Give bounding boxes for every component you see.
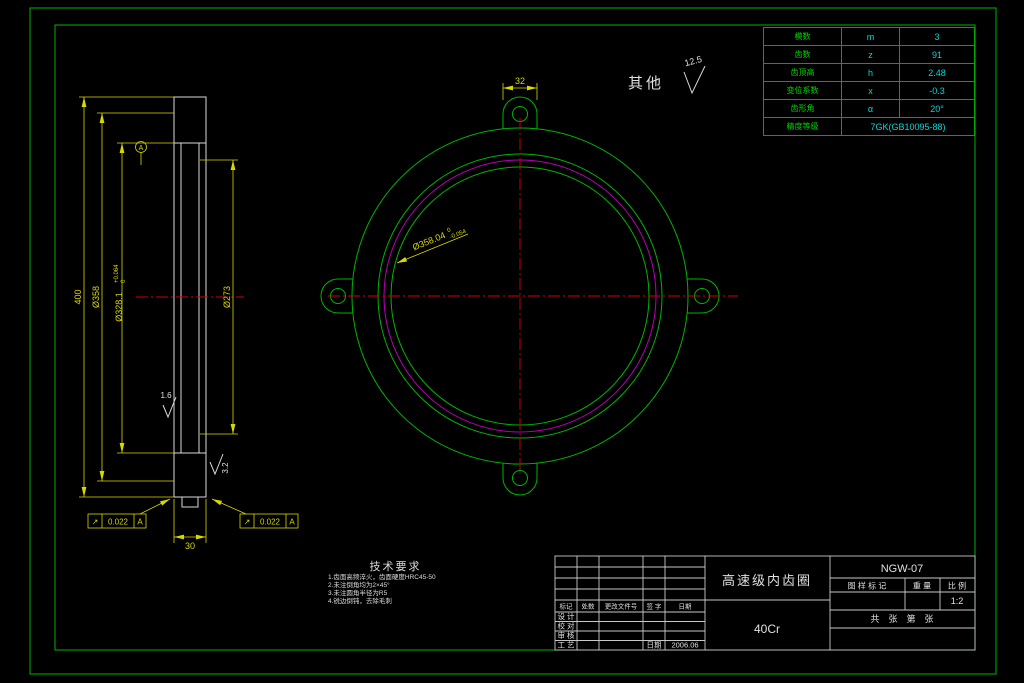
date-value: 2006.06 <box>671 641 698 650</box>
dim-overall-height: 400 <box>73 289 83 304</box>
part-name: 高速级内齿圈 <box>722 573 812 588</box>
rev-header-mark: 标记 <box>560 602 574 611</box>
tech-req-item: 1.齿面高频淬火，齿面硬度HRC45-50 <box>328 574 436 581</box>
gear-table-row: 变位系数 x -0.3 <box>764 82 974 100</box>
gdt-value: 0.022 <box>108 518 129 527</box>
section-dimensions: 400 Ø358 Ø328.1 +0.064 0 Ø273 30 A <box>73 96 238 551</box>
front-view-dimensions: 32 Ø358.04 0 -0.054 <box>396 76 538 264</box>
drawing-number: NGW-07 <box>881 563 924 575</box>
dim-lug-width: 32 <box>515 76 525 86</box>
dim-ring-upper-tol: 0 <box>446 227 452 234</box>
roughness-inner-value: 1.6 <box>160 391 172 400</box>
rev-header-file: 更改文件号 <box>605 602 638 611</box>
dim-ring-width: 30 <box>185 541 195 551</box>
material: 40Cr <box>754 622 780 636</box>
rev-header-sign: 签 字 <box>647 602 662 611</box>
front-view <box>320 96 738 496</box>
dim-bore-diameter: Ø328.1 <box>114 292 124 322</box>
gear-table-row: 模数 m 3 <box>764 28 974 46</box>
gdt-symbol: ↗ <box>92 518 99 527</box>
general-roughness-note: 其他 12.5 <box>628 54 706 95</box>
gear-parameter-table: 模数 m 3 齿数 z 91 齿顶高 h 2.48 变位系数 x -0.3 齿形… <box>763 27 975 136</box>
datum-a-letter: A <box>139 145 144 152</box>
dim-pitch-diameter: Ø273 <box>222 286 232 308</box>
dim-ring-lower-tol: -0.054 <box>449 229 468 241</box>
param-label: 齿形角 <box>764 100 842 117</box>
weight-header: 重 量 <box>913 581 931 591</box>
gdt-symbol: ↗ <box>244 518 251 527</box>
gdt-datum: A <box>289 518 295 527</box>
tech-req-title: 技术要求 <box>369 561 422 573</box>
param-value: 2.48 <box>928 67 946 78</box>
dim-bore-upper-tol: +0.064 <box>114 264 120 283</box>
date-label: 日期 <box>647 641 662 650</box>
roughness-check-icon <box>683 65 706 95</box>
gdt-value: 0.022 <box>260 518 281 527</box>
dim-ring-bore: Ø358.04 <box>411 230 447 252</box>
rev-header-count: 处数 <box>582 602 596 611</box>
lug-bottom-hole <box>512 470 528 486</box>
param-symbol: z <box>842 46 900 63</box>
scale-value: 1:2 <box>951 596 964 606</box>
scale-header: 比 例 <box>948 581 966 591</box>
gear-table-row: 精度等级 7GK(GB10095-88) <box>764 118 974 135</box>
param-value: 7GK(GB10095-88) <box>870 121 946 132</box>
param-value: -0.3 <box>929 85 945 96</box>
lug-bottom <box>502 463 538 496</box>
param-label: 精度等级 <box>764 118 842 135</box>
param-label: 变位系数 <box>764 82 842 99</box>
role-designer: 设 计 <box>557 611 575 621</box>
param-symbol: m <box>842 28 900 45</box>
role-checker: 校 对 <box>557 621 575 631</box>
other-surfaces-label: 其他 <box>628 75 664 92</box>
gear-table-row: 齿形角 α 20° <box>764 100 974 118</box>
section-bottom-flange <box>173 452 207 498</box>
dim-bore-lower-tol: 0 <box>121 279 127 283</box>
rev-header-date: 日期 <box>679 603 693 611</box>
section-view <box>136 96 244 508</box>
lug-top <box>502 96 538 129</box>
title-block: 高速级内齿圈 40Cr NGW-07 图 样 标 记 重 量 比 例 1:2 共… <box>554 555 976 651</box>
roughness-face-value: 3.2 <box>221 462 230 474</box>
sheet-info: 共 张 第 张 <box>870 613 933 624</box>
param-label: 模数 <box>764 28 842 45</box>
gdt-datum: A <box>137 518 143 527</box>
tolerance-frame-left: ↗ 0.022 A <box>87 498 171 529</box>
param-value: 91 <box>931 49 942 60</box>
tech-req-item: 3.未注圆角半径为R5 <box>328 590 388 597</box>
mark-header: 图 样 标 记 <box>848 581 887 591</box>
dim-outer-diameter: Ø358 <box>91 286 101 308</box>
tech-req-item: 4.锐边倒钝，去除毛刺 <box>328 598 392 605</box>
section-top-flange <box>173 96 207 144</box>
param-symbol: α <box>842 100 900 117</box>
drawing-border <box>29 7 997 675</box>
role-process: 工 艺 <box>557 641 574 650</box>
section-bottom-lug <box>181 496 199 508</box>
tech-req-item: 2.未注倒角均为2×45° <box>328 582 390 589</box>
other-roughness-value: 12.5 <box>683 54 703 68</box>
param-symbol: x <box>842 82 900 99</box>
param-symbol: h <box>842 64 900 81</box>
roughness-check-icon <box>162 396 177 419</box>
tolerance-frame-right: ↗ 0.022 A <box>211 498 299 529</box>
param-label: 齿数 <box>764 46 842 63</box>
section-roughness: 1.6 3.2 <box>160 391 230 476</box>
gear-table-row: 齿数 z 91 <box>764 46 974 64</box>
gear-table-row: 齿顶高 h 2.48 <box>764 64 974 82</box>
param-value: 3 <box>934 31 940 42</box>
lug-left <box>320 278 353 314</box>
roughness-check-icon <box>209 453 224 476</box>
param-label: 齿顶高 <box>764 64 842 81</box>
technical-requirements: 技术要求 1.齿面高频淬火，齿面硬度HRC45-50 2.未注倒角均为2×45°… <box>328 558 463 606</box>
role-auditor: 审 核 <box>557 630 575 640</box>
tolerance-frames: ↗ 0.022 A ↗ 0.022 A <box>87 498 299 529</box>
param-value: 20° <box>930 103 944 114</box>
